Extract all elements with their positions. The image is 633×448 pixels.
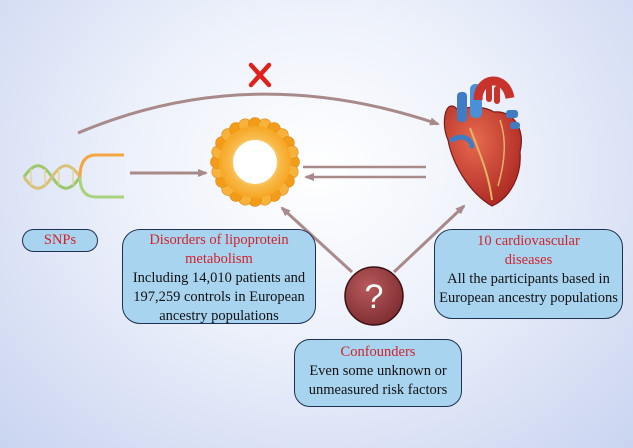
confounders-box: Confounders Even some unknown or unmeasu…	[294, 339, 462, 407]
cardiovascular-detail-line2: European ancestry populations	[439, 290, 618, 306]
svg-text:?: ?	[365, 278, 384, 316]
dna-icon	[22, 153, 124, 199]
blocked-x-icon	[248, 62, 272, 88]
confounders-title: Confounders	[340, 344, 416, 360]
direct-path-arrow	[77, 92, 440, 135]
heart-icon	[443, 76, 522, 207]
snps-label: SNPs	[43, 232, 77, 248]
cardiovascular-title-line1: 10 cardiovascular	[477, 233, 580, 249]
confounder-to-lipoprotein-arrow	[280, 206, 354, 274]
confounders-detail-line2: unmeasured risk factors	[308, 382, 448, 398]
lipoprotein-detail-line2: 197,259 controls in European	[133, 289, 305, 305]
cardiovascular-detail-line1: All the participants based in	[447, 271, 610, 287]
confounders-detail-line1: Even some unknown or	[309, 363, 447, 379]
lipoprotein-title-line2: metabolism	[185, 251, 253, 267]
lipoprotein-title-line1: Disorders of lipoprotein	[149, 232, 289, 248]
lipoprotein-detail-line1: Including 14,010 patients and	[132, 270, 306, 286]
snps-box: SNPs	[22, 229, 98, 252]
cardiovascular-box: 10 cardiovascular diseases All the parti…	[434, 229, 623, 319]
lipoprotein-detail-line3: ancestry populations	[159, 308, 279, 324]
cardiovascular-title-line2: diseases	[504, 252, 553, 268]
confounder-to-disease-arrow	[392, 204, 466, 274]
lipoprotein-particle-icon	[210, 117, 300, 207]
lipoprotein-box: Disorders of lipoprotein metabolism Incl…	[122, 229, 316, 324]
question-mark-icon: ?	[344, 266, 404, 326]
